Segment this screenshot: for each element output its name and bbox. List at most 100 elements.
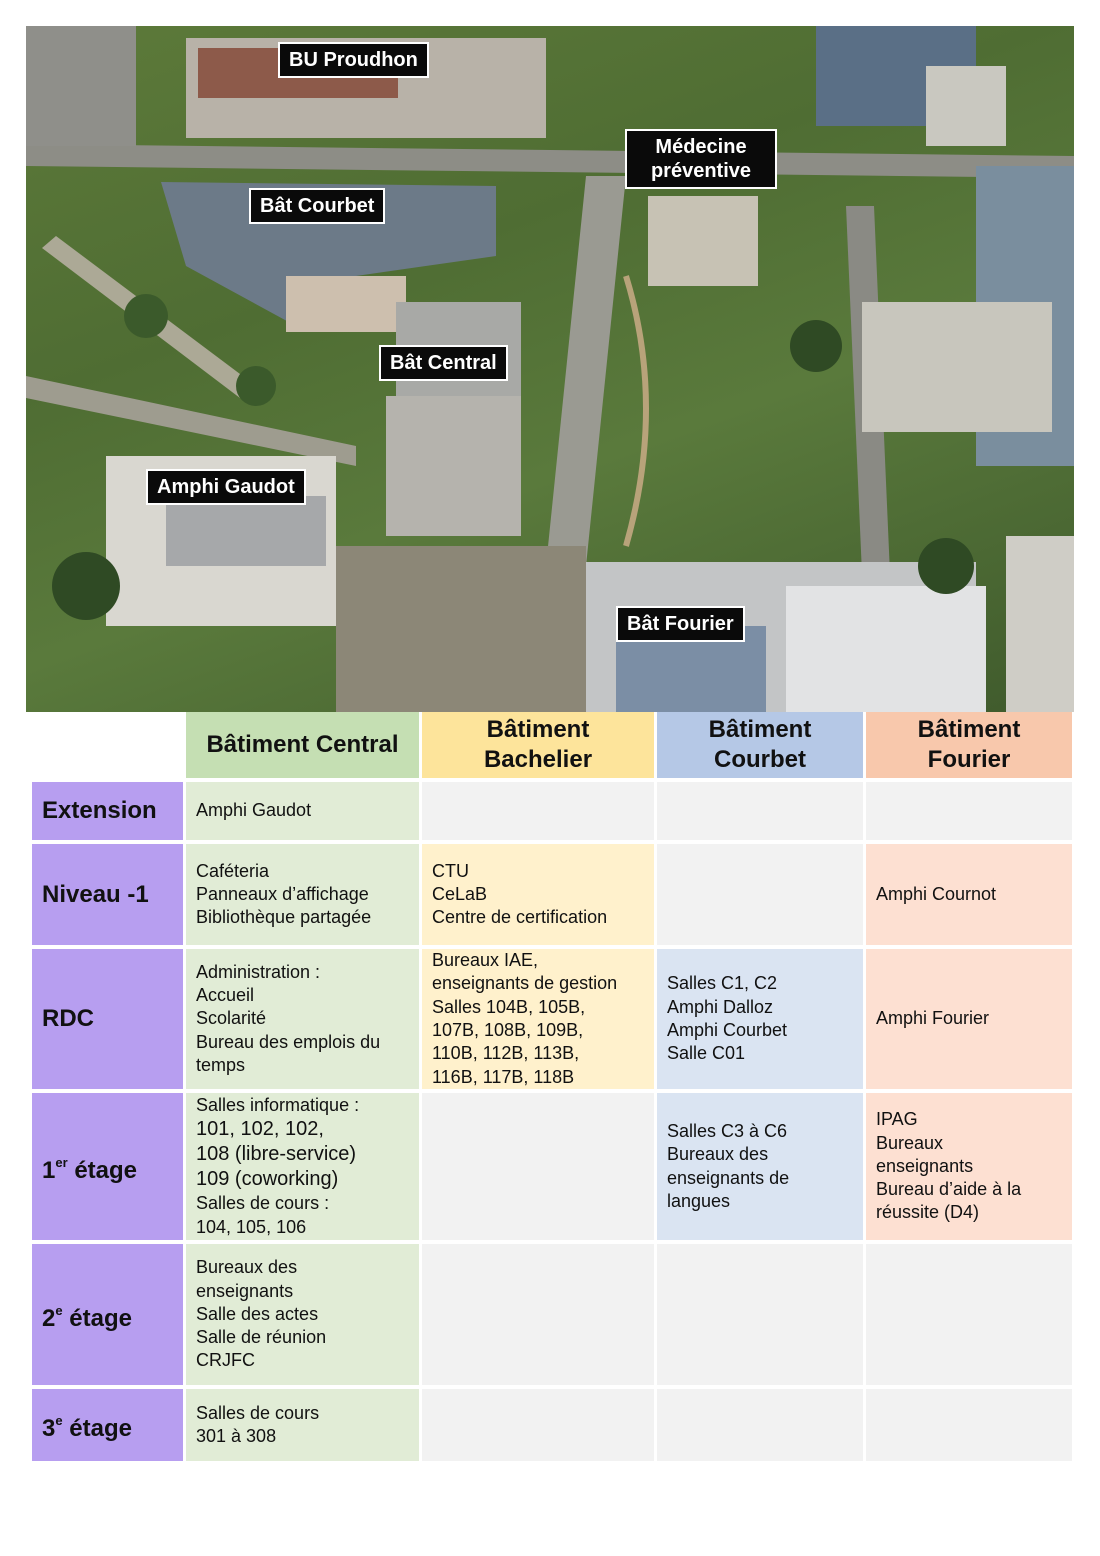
cell-etage1-central: Salles informatique : 101, 102, 102, 108… bbox=[186, 1093, 419, 1240]
cell-line: Bureaux bbox=[876, 1132, 944, 1153]
cell-line: 104, 105, 106 bbox=[196, 1216, 307, 1237]
cell-line: Scolarité bbox=[196, 1008, 267, 1029]
column-header-central-text: Bâtiment Central bbox=[206, 731, 399, 758]
column-header-bachelier-line2: Bachelier bbox=[483, 746, 593, 773]
cell-line: Salles 104B, 105B, bbox=[432, 996, 586, 1017]
roof-amphi-gaudot bbox=[166, 496, 326, 566]
cell-niveau-m1-bachelier: CTU CeLaB Centre de certification bbox=[422, 844, 654, 945]
cell-line: Salle des actes bbox=[196, 1303, 319, 1324]
row-header-superscript: er bbox=[55, 1154, 68, 1170]
cell-etage3-central: Salles de cours 301 à 308 bbox=[186, 1389, 419, 1461]
cell-etage3-courbet bbox=[657, 1389, 863, 1461]
map-label-bat-courbet: Bât Courbet bbox=[249, 188, 386, 224]
row-header-etage3: 3e étage bbox=[32, 1389, 183, 1461]
road-central bbox=[546, 176, 626, 566]
column-header-courbet: Bâtiment Courbet bbox=[657, 712, 863, 778]
cell-line: réussite (D4) bbox=[876, 1202, 980, 1223]
cell-etage3-bachelier bbox=[422, 1389, 654, 1461]
row-header-number: 2 bbox=[42, 1304, 56, 1332]
cell-etage2-fourier bbox=[866, 1244, 1072, 1385]
tree bbox=[918, 538, 974, 594]
cell-line: Bureaux des bbox=[196, 1257, 298, 1278]
cell-line: enseignants bbox=[196, 1280, 294, 1301]
cell-line: 109 (coworking) bbox=[196, 1168, 339, 1191]
cell-line: 301 à 308 bbox=[196, 1426, 277, 1446]
cell-niveau-m1-central: Caféteria Panneaux d’affichage Bibliothè… bbox=[186, 844, 419, 945]
tree bbox=[236, 366, 276, 406]
cell-line: Amphi Dalloz bbox=[667, 996, 774, 1017]
aerial-campus-photo: BU Proudhon Médecine préventive Bât Cour… bbox=[26, 26, 1074, 712]
cell-line: Amphi Cournot bbox=[876, 883, 997, 904]
cell-extension-fourier bbox=[866, 782, 1072, 840]
cell-etage2-courbet bbox=[657, 1244, 863, 1385]
building-medecine bbox=[648, 196, 758, 286]
cell-line: Salles de cours bbox=[196, 1402, 320, 1423]
row-header-rdc: RDC bbox=[32, 949, 183, 1089]
cell-line: 107B, 108B, 109B, bbox=[432, 1020, 584, 1040]
cell-line: CeLaB bbox=[432, 883, 488, 904]
row-header-extension-text: Extension bbox=[42, 797, 157, 825]
map-label-medecine-line2: préventive bbox=[650, 160, 752, 182]
tree bbox=[124, 294, 168, 338]
cell-line: enseignants de gestion bbox=[432, 973, 618, 994]
row-header-number: 1 bbox=[42, 1156, 56, 1184]
parking-lot bbox=[26, 26, 136, 146]
map-label-bat-fourier: Bât Fourier bbox=[616, 606, 745, 642]
cell-line: Bureau des emplois du bbox=[196, 1031, 381, 1052]
cell-line: Panneaux d’affichage bbox=[196, 883, 369, 904]
column-header-bachelier: Bâtiment Bachelier bbox=[422, 712, 654, 778]
cell-line: enseignants bbox=[876, 1155, 974, 1176]
cell-line: Bureaux des bbox=[667, 1144, 769, 1165]
cell-line: Centre de certification bbox=[432, 907, 608, 928]
cell-etage1-fourier: IPAG Bureaux enseignants Bureau d’aide à… bbox=[866, 1093, 1072, 1240]
row-header-etage2: 2e étage bbox=[32, 1244, 183, 1385]
cell-line: temps bbox=[196, 1054, 246, 1075]
row-header-word: étage bbox=[62, 1415, 132, 1443]
cell-line: Amphi Courbet bbox=[667, 1020, 788, 1040]
cell-line: CTU bbox=[432, 860, 469, 881]
cell-rdc-central: Administration : Accueil Scolarité Burea… bbox=[186, 949, 419, 1089]
row-header-niveau-m1: Niveau -1 bbox=[32, 844, 183, 945]
cell-extension-courbet bbox=[657, 782, 863, 840]
cell-line: Bibliothèque partagée bbox=[196, 907, 372, 928]
row-header-etage3-text: 3e étage bbox=[42, 1409, 173, 1443]
row-header-number: 3 bbox=[42, 1415, 56, 1443]
cell-etage1-courbet: Salles C3 à C6 Bureaux des enseignants d… bbox=[657, 1093, 863, 1240]
cell-line: Salles de cours : bbox=[196, 1193, 330, 1214]
cell-line: langues bbox=[667, 1190, 731, 1211]
building-central-front bbox=[386, 396, 521, 536]
row-header-niveau-m1-text: Niveau -1 bbox=[42, 880, 149, 908]
row-header-extension: Extension bbox=[32, 782, 183, 840]
column-header-bachelier-line1: Bâtiment bbox=[486, 716, 590, 743]
plaza bbox=[336, 546, 586, 712]
map-label-amphi-gaudot: Amphi Gaudot bbox=[146, 469, 306, 505]
cell-line: Amphi Gaudot bbox=[196, 800, 312, 821]
row-header-word: étage bbox=[67, 1156, 138, 1184]
cell-line: CRJFC bbox=[196, 1350, 255, 1371]
cell-line: Administration : bbox=[196, 961, 321, 982]
map-label-bu-proudhon: BU Proudhon bbox=[278, 42, 429, 78]
row-header-etage1: 1er étage bbox=[32, 1093, 183, 1240]
cell-niveau-m1-fourier: Amphi Cournot bbox=[866, 844, 1072, 945]
column-header-fourier: Bâtiment Fourier bbox=[866, 712, 1072, 778]
cell-etage3-fourier bbox=[866, 1389, 1072, 1461]
cell-extension-bachelier bbox=[422, 782, 654, 840]
building-north-east-annex bbox=[926, 66, 1006, 146]
tree bbox=[790, 320, 842, 372]
building-east-mid bbox=[862, 302, 1052, 432]
building-south-east bbox=[1006, 536, 1074, 712]
cell-etage1-bachelier bbox=[422, 1093, 654, 1240]
cell-extension-central: Amphi Gaudot bbox=[186, 782, 419, 840]
cell-line: Salle C01 bbox=[667, 1043, 746, 1064]
path-west bbox=[26, 376, 356, 466]
column-header-central: Bâtiment Central bbox=[186, 712, 419, 778]
cell-rdc-courbet: Salles C1, C2 Amphi Dalloz Amphi Courbet… bbox=[657, 949, 863, 1089]
map-label-medecine-line1: Médecine bbox=[655, 136, 747, 158]
cell-niveau-m1-courbet bbox=[657, 844, 863, 945]
cell-line: Salles C3 à C6 bbox=[667, 1120, 788, 1141]
cell-rdc-fourier: Amphi Fourier bbox=[866, 949, 1072, 1089]
row-header-etage1-text: 1er étage bbox=[42, 1151, 173, 1184]
cell-etage2-central: Bureaux des enseignants Salle des actes … bbox=[186, 1244, 419, 1385]
cell-line: Caféteria bbox=[196, 860, 270, 881]
dirt-path bbox=[623, 275, 649, 547]
